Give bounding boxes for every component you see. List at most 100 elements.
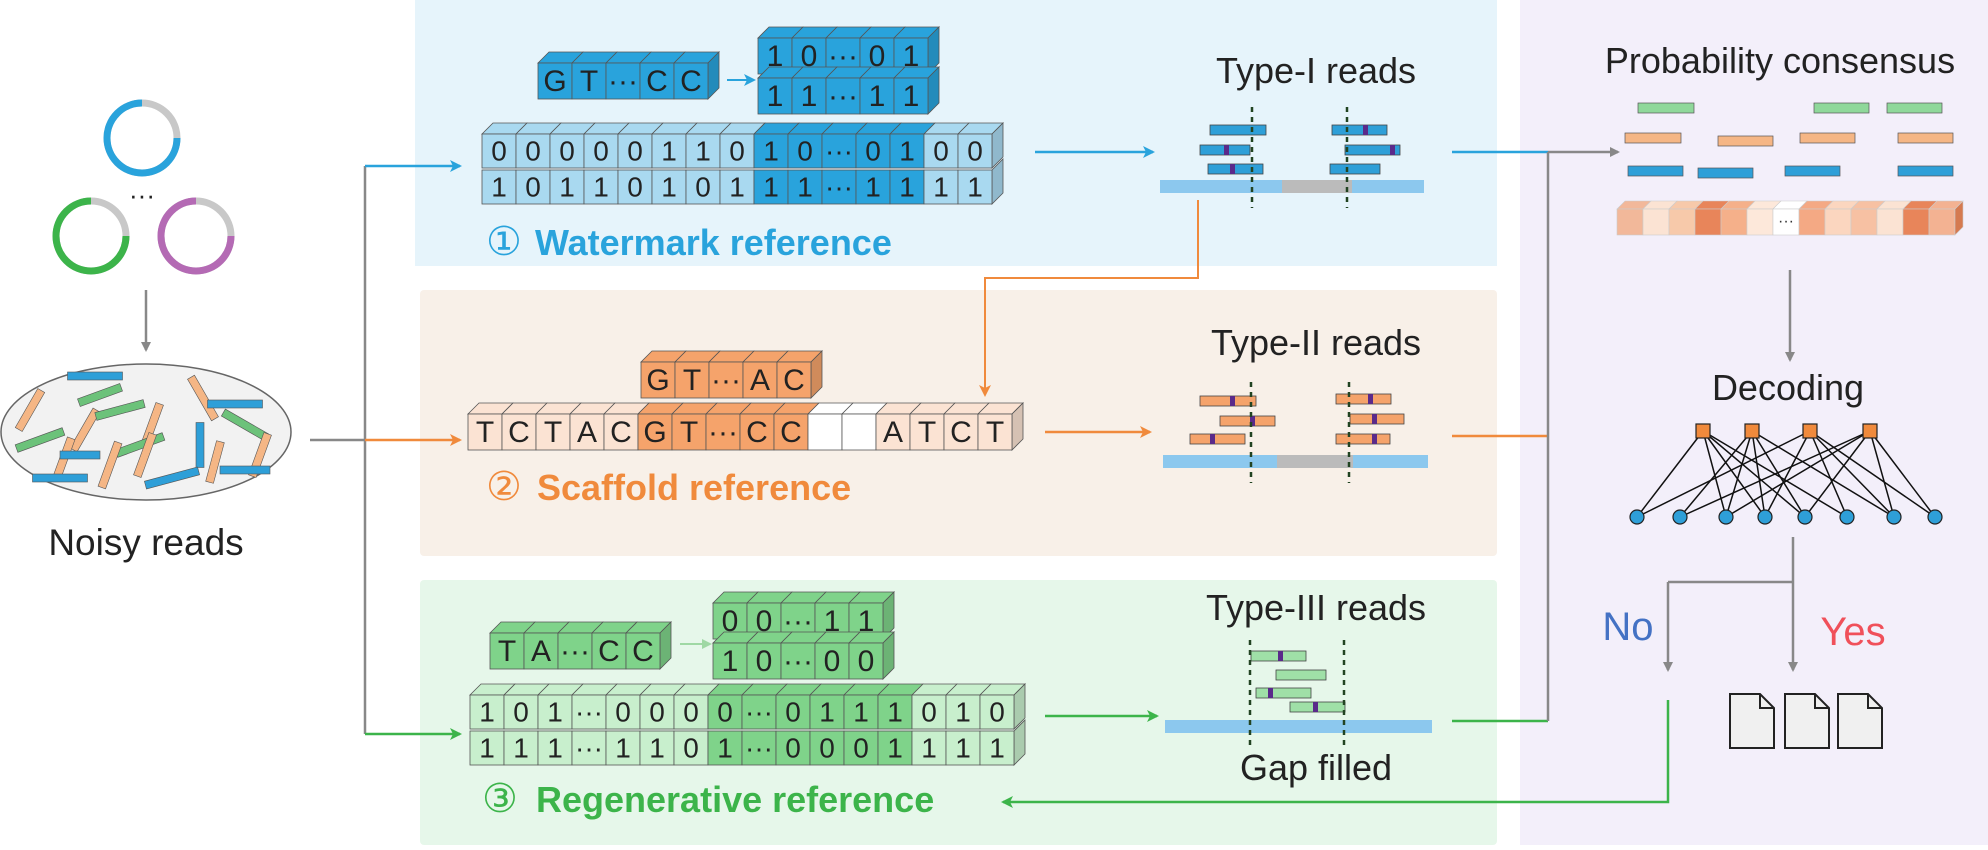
decision-branch-connector (1663, 537, 1798, 672)
cube-char: G (543, 65, 566, 98)
cube-cell: 0 (583, 122, 630, 169)
cube-char: 1 (767, 40, 784, 73)
consensus-cell (1902, 200, 1938, 236)
cube-char: ··· (745, 697, 773, 728)
cube-char: 0 (627, 172, 643, 203)
cube-cell: 0 (673, 730, 709, 766)
gap-filled-label: Gap filled (1240, 747, 1392, 788)
cube-cell: T (671, 402, 718, 451)
type1-to-scaffold-arrow (979, 200, 1199, 397)
cube-char: 1 (899, 136, 915, 167)
cube-char: 0 (683, 697, 699, 728)
aligned-read (1275, 669, 1327, 681)
cube-cell: 0 (809, 730, 845, 766)
cube-cell (807, 402, 854, 451)
cube-cell: A (523, 621, 570, 670)
aligned-read (1199, 144, 1251, 156)
cube-cell: 1 (719, 169, 755, 205)
cube-cell: 1 (757, 66, 804, 115)
consensus-cell (1668, 200, 1704, 236)
cube-cell: 1 (537, 683, 584, 730)
cube-cell: 0 (957, 122, 1004, 169)
cube-char: T (986, 416, 1004, 449)
cube-char: G (646, 364, 669, 397)
aligned-read (1331, 124, 1388, 136)
cube-char: 0 (513, 697, 529, 728)
consensus-cell (1746, 200, 1782, 236)
consensus-read (1627, 165, 1684, 177)
cube-char: 0 (853, 733, 869, 764)
cube-cell: C (639, 51, 686, 100)
variable-node (1927, 509, 1943, 525)
consensus-read (1717, 135, 1774, 147)
cube-char: 0 (785, 697, 801, 728)
cube-cell: 1 (791, 66, 838, 115)
aligned-read (1199, 395, 1257, 407)
cube-char: 1 (899, 172, 915, 203)
cube-cell: 1 (757, 26, 804, 75)
consensus-read (1637, 102, 1695, 114)
cube-char: 1 (903, 40, 920, 73)
watermark-reference-title: ① Watermark reference (486, 220, 892, 264)
type2-read-alignment (1163, 382, 1428, 483)
graph-edge (1702, 430, 1806, 518)
cube-cell: 1 (911, 730, 947, 766)
noisy-reads-label: Noisy reads (48, 522, 243, 563)
cube-char: 1 (722, 645, 739, 678)
graph-edge (1751, 430, 1806, 518)
cube-cell: T (571, 51, 618, 100)
cube-char: A (750, 364, 770, 397)
graph-edge (1679, 430, 1753, 518)
probability-consensus-label: Probability consensus (1605, 40, 1955, 81)
cube-char: 1 (801, 80, 818, 113)
cube-char: 0 (967, 136, 983, 167)
cube-char: ··· (708, 416, 738, 449)
cube-char: 1 (491, 172, 507, 203)
cube-char: 0 (989, 697, 1005, 728)
read-fragment (77, 383, 123, 407)
cube-cell: 1 (549, 169, 585, 205)
type1-read-alignment (1160, 107, 1424, 208)
aligned-read (1344, 144, 1401, 156)
variable-node (1797, 509, 1813, 525)
cube-cell: 1 (814, 591, 861, 640)
check-node (1802, 423, 1818, 439)
check-node (1862, 423, 1878, 439)
type2-reads-label: Type-II reads (1211, 322, 1421, 363)
cube-cell: 0 (848, 631, 895, 680)
cube-cell: 0 (979, 683, 1026, 730)
cube-char: 1 (615, 733, 631, 764)
cube-cell: 0 (712, 591, 759, 640)
cube-char: 0 (722, 605, 739, 638)
consensus-read (1784, 165, 1841, 177)
cube-char: 1 (887, 697, 903, 728)
cube-cell: 1 (923, 169, 959, 205)
graph-edge (1809, 430, 1848, 518)
consensus-read-stack (1624, 102, 1954, 179)
cube-char: ··· (825, 136, 853, 167)
cube-char: 1 (695, 136, 711, 167)
cube-cell: ··· (741, 730, 777, 766)
cube-cell: A (569, 402, 616, 451)
cube-char: 1 (853, 697, 869, 728)
cube-cell: 1 (855, 169, 891, 205)
cube-cell: ··· (741, 683, 788, 730)
type3-reads-label: Type-III reads (1206, 587, 1426, 628)
cube-char: 0 (695, 172, 711, 203)
reference-bar (1165, 720, 1432, 733)
cube-char: 0 (819, 733, 835, 764)
cube-char: 0 (627, 136, 643, 167)
cube-char: 1 (649, 733, 665, 764)
cube-char: 0 (785, 733, 801, 764)
aligned-read (1250, 650, 1307, 662)
cube-cell: ··· (780, 631, 827, 680)
cube-char: T (683, 364, 701, 397)
cube-cell: G (640, 350, 687, 399)
consensus-read (1897, 132, 1954, 144)
